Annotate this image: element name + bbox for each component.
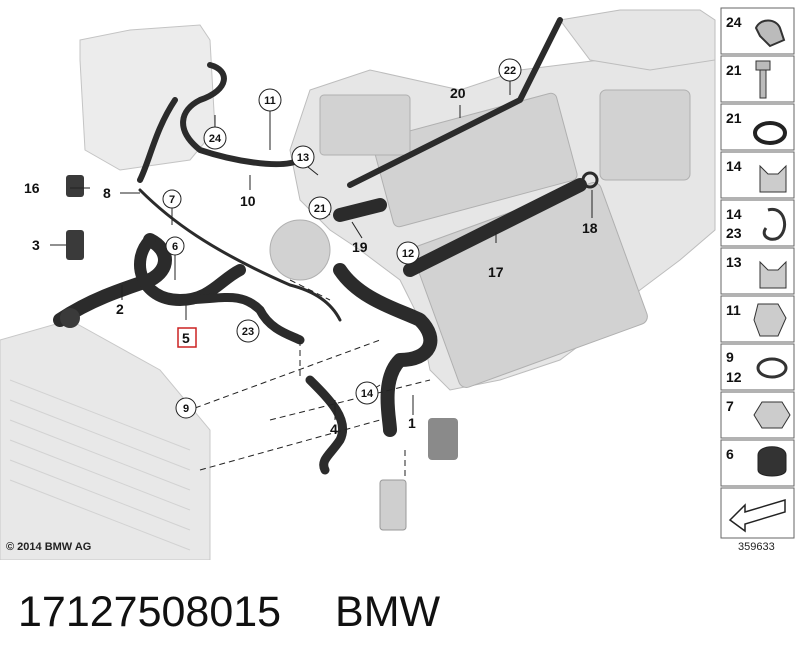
clip-icon	[754, 19, 786, 48]
part-number: 17127508015	[18, 588, 282, 636]
copyright-notice: © 2014 BMW AG	[6, 541, 92, 553]
callout-16: 16	[24, 180, 40, 196]
callout-10: 10	[240, 193, 256, 209]
expansion-tank	[79, 24, 216, 171]
legend-label-6: 6	[726, 446, 734, 462]
hoses	[53, 17, 587, 475]
clamp-icon-13	[759, 260, 787, 289]
callout-circle-24: 24	[203, 126, 227, 150]
bolt-icon	[755, 60, 771, 99]
legend-label-21a: 21	[726, 62, 742, 78]
parts-diagram: 1 2 3 4 8 10 16 17 18 19 20 5 6 7 9 11 1…	[0, 7, 795, 560]
svg-text:9: 9	[183, 403, 189, 415]
callout-circle-21: 21	[308, 196, 332, 220]
svg-text:13: 13	[297, 152, 309, 164]
clamp-icon	[759, 164, 787, 193]
legend-label-9: 9	[726, 349, 734, 365]
fittings	[60, 171, 599, 531]
callout-circle-13: 13	[291, 145, 315, 169]
hose-clamp-icon	[756, 357, 788, 379]
svg-text:23: 23	[242, 326, 254, 338]
spring-clip-icon	[762, 207, 787, 241]
callout-17: 17	[488, 264, 504, 280]
svg-text:22: 22	[504, 65, 516, 77]
svg-text:24: 24	[209, 133, 222, 145]
hose-20	[347, 17, 563, 188]
callout-circle-14: 14	[355, 381, 379, 405]
legend-label-11: 11	[726, 302, 741, 318]
callout-3: 3	[32, 237, 40, 253]
hose-1	[333, 263, 438, 437]
callout-8: 8	[103, 185, 111, 201]
grommet-icon	[757, 446, 787, 477]
legend-label-12: 12	[726, 369, 742, 385]
callout-18: 18	[582, 220, 598, 236]
callout-circle-23: 23	[236, 319, 260, 343]
callout-20: 20	[450, 85, 466, 101]
legend-label-13: 13	[726, 254, 742, 270]
hose-24	[180, 62, 303, 168]
callout-circle-7: 7	[162, 189, 182, 209]
diagram-id: 359633	[738, 541, 775, 553]
svg-text:14: 14	[361, 388, 374, 400]
leader-lines	[194, 279, 431, 480]
legend-label-21b: 21	[726, 110, 742, 126]
engine-detail	[269, 89, 691, 388]
hose-17	[403, 178, 587, 277]
hose-6-upper	[137, 97, 178, 183]
part-5-highlight	[177, 327, 197, 348]
callout-circle-11: 11	[258, 88, 282, 112]
callout-circle-12: 12	[396, 241, 420, 265]
legend-label-24: 24	[726, 14, 742, 30]
legend-label-23: 23	[726, 225, 742, 241]
svg-text:21: 21	[314, 203, 326, 215]
callout-2: 2	[116, 301, 124, 317]
callout-circle-22: 22	[498, 58, 522, 82]
svg-text:12: 12	[402, 248, 414, 260]
callout-19: 19	[352, 239, 368, 255]
nut-icon	[753, 401, 791, 429]
hose-8	[138, 188, 342, 322]
bracket-icon	[753, 303, 787, 337]
callout-5: 5	[182, 330, 190, 346]
circled-callouts: 6 7 9 11 12 13 14 21 22 23 24	[162, 58, 522, 419]
svg-text:11: 11	[264, 95, 276, 107]
hose-19	[333, 198, 387, 222]
callout-1: 1	[408, 415, 416, 431]
legend-label-14b: 14	[726, 206, 742, 222]
callout-circle-9: 9	[175, 397, 197, 419]
svg-text:7: 7	[169, 194, 175, 206]
svg-text:6: 6	[172, 241, 178, 253]
legend-panel: 24 21 21 14 14 23 13 11 9 12 7	[720, 7, 795, 539]
o-ring-icon	[753, 121, 787, 145]
callout-circle-6: 6	[165, 236, 185, 256]
callout-4: 4	[330, 421, 338, 437]
part-info: 17127508015 BMW	[18, 588, 440, 637]
hose-4	[305, 375, 348, 475]
legend-label-7: 7	[726, 398, 734, 414]
legend-label-14: 14	[726, 158, 742, 174]
radiator	[0, 319, 211, 560]
brand-name: BMW	[335, 588, 441, 636]
hose-23	[175, 293, 305, 345]
arrow-icon	[728, 498, 786, 533]
